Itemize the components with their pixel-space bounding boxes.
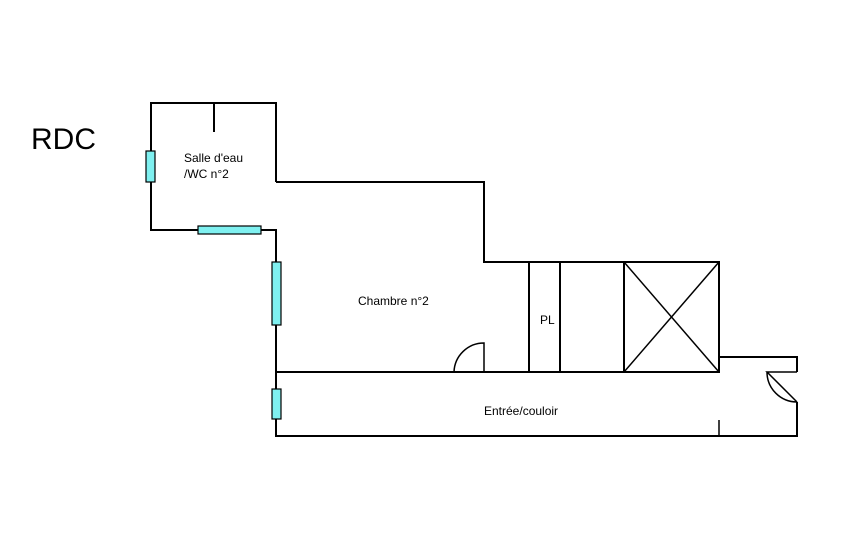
- bedroom-door-icon: [453, 342, 485, 373]
- room-label-closet: PL: [540, 313, 555, 327]
- floor-title: RDC: [31, 123, 96, 156]
- walls: [150, 102, 798, 437]
- windows: [145, 150, 282, 420]
- window-bathroom-south: [197, 225, 262, 235]
- room-label-hallway: Entrée/couloir: [484, 404, 558, 418]
- wall-outline-west: [150, 102, 798, 437]
- entrance-door-icon: [765, 371, 798, 403]
- wall-outline-north: [276, 181, 719, 263]
- wall-outline-east: [718, 262, 798, 372]
- window-hall-west: [271, 388, 282, 420]
- shaft-cross-b: [623, 261, 720, 373]
- room-label-bedroom: Chambre n°2: [358, 294, 429, 308]
- window-bedroom-west: [271, 261, 282, 326]
- room-label-bathroom-line1: Salle d'eau: [184, 151, 243, 165]
- closet-outline: [528, 261, 561, 373]
- window-bathroom-west: [145, 150, 156, 183]
- doors: [453, 342, 798, 403]
- shaft-outline: [623, 261, 720, 373]
- room-label-bathroom-line2: /WC n°2: [184, 167, 229, 181]
